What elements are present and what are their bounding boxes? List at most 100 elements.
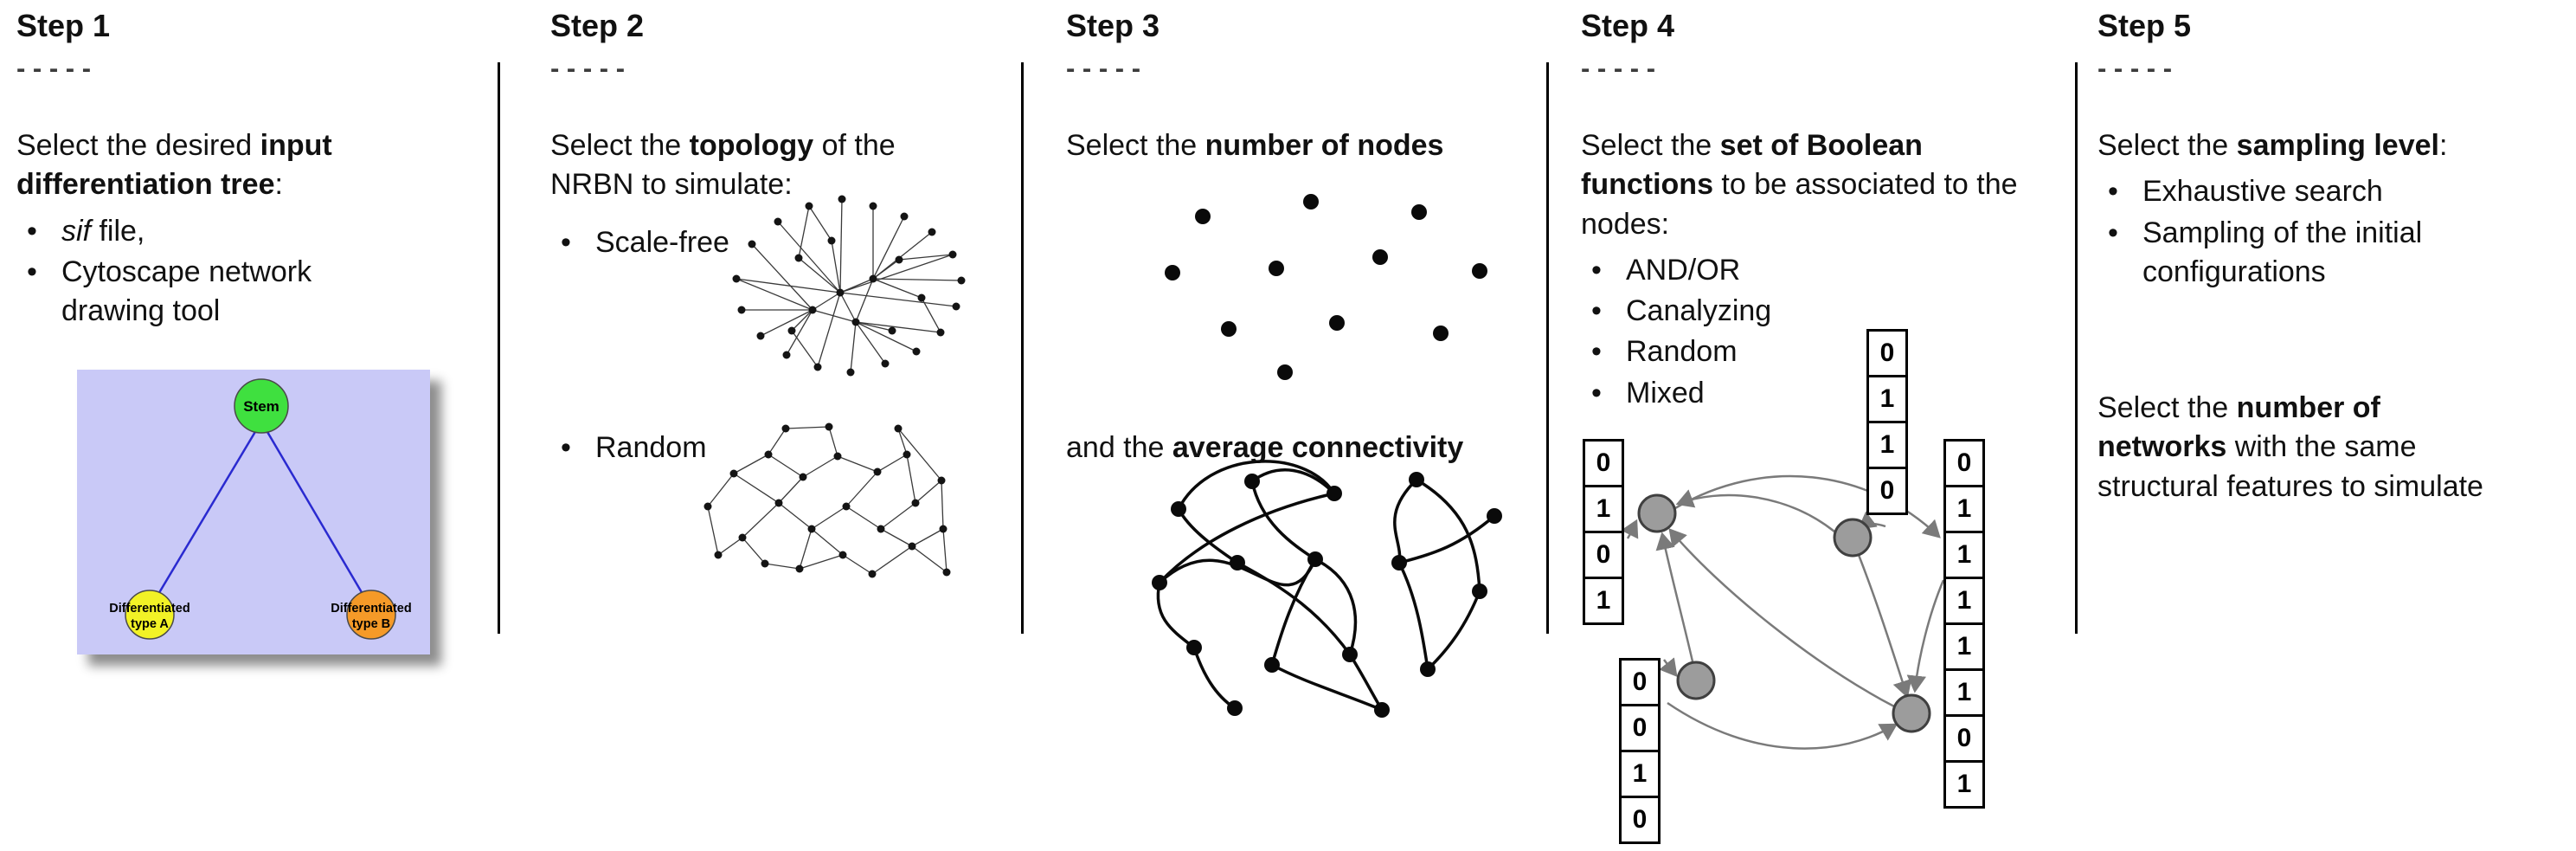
intro-text: Select the xyxy=(2097,129,2237,163)
network-node-4 xyxy=(1892,693,1931,733)
step-3-intro: Select the number of nodes xyxy=(1066,126,1540,165)
step-5-networks-text: Select the number of networks with the s… xyxy=(2097,389,2509,506)
scale-free-network-figure xyxy=(732,195,966,377)
intro-text: Select the xyxy=(550,129,690,163)
intro-text: : xyxy=(2438,129,2448,163)
bullet-text: Sampling of the initial configurations xyxy=(2142,216,2423,288)
bullet-exhaustive-search: Exhaustive search xyxy=(2097,172,2509,211)
step-5-dashes: - - - - - xyxy=(2097,53,2173,84)
truth-table-cell: 0 xyxy=(1619,796,1661,844)
truth-table-cell: 1 xyxy=(1619,750,1661,798)
step-3-connectivity-text: and the average connectivity xyxy=(1066,429,1463,467)
bullet-italic-text: sif xyxy=(61,214,91,248)
column-divider xyxy=(1021,62,1024,634)
bullet-and-or: AND/OR xyxy=(1581,251,2031,290)
nodes-scatter-figure xyxy=(1165,194,1487,380)
bullet-text: Mixed xyxy=(1626,376,1705,409)
truth-table-cell: 1 xyxy=(1943,531,1985,579)
step-3-dashes: - - - - - xyxy=(1066,53,1141,84)
intro-bold-text: topology xyxy=(689,129,814,163)
network-node-1 xyxy=(1637,493,1677,533)
step-2-intro: Select the topology of the NRBN to simul… xyxy=(550,126,983,204)
bullet-mixed: Mixed xyxy=(1581,374,2031,413)
bullet-text: Scale-free xyxy=(595,226,729,259)
truth-table-cell: 1 xyxy=(1583,485,1624,533)
bullet-text: Random xyxy=(1626,335,1738,369)
intro-bold-text: number of nodes xyxy=(1204,129,1444,163)
step-5-title: Step 5 xyxy=(2097,8,2192,43)
column-divider xyxy=(498,62,500,634)
step-5-column: Step 5 - - - - - Select the sampling lev… xyxy=(2097,7,2509,506)
bullet-text: Random xyxy=(595,431,707,464)
intro-text: Select the xyxy=(2097,391,2237,425)
truth-table-cell: 1 xyxy=(1866,421,1908,469)
intro-bold-text: sampling level xyxy=(2236,129,2439,163)
intro-text: : xyxy=(274,168,283,202)
tree-edge-left xyxy=(148,421,263,609)
truth-table-cell: 0 xyxy=(1619,658,1661,706)
bullet-sif-file: sif file, xyxy=(16,212,414,251)
step-2-dashes: - - - - - xyxy=(550,53,626,84)
bullet-text: Canalyzing xyxy=(1626,294,1772,328)
type-a-node xyxy=(125,590,175,640)
truth-table-cell: 0 xyxy=(1866,329,1908,377)
step-1-column: Step 1 - - - - - Select the desired inpu… xyxy=(16,7,430,654)
bullet-text: Cytoscape network drawing tool xyxy=(61,255,312,328)
stem-node-label: Stem xyxy=(243,398,279,415)
intro-text: Select the xyxy=(1581,129,1720,163)
network-node-2 xyxy=(1833,518,1873,558)
step-2-title: Step 2 xyxy=(550,8,645,43)
step-3-column: Step 3 - - - - - Select the number of no… xyxy=(1066,7,1540,718)
bullet-text: AND/OR xyxy=(1626,253,1741,287)
truth-table-cell: 1 xyxy=(1943,668,1985,717)
truth-table-cell: 0 xyxy=(1866,467,1908,515)
connectivity-graph-figure xyxy=(1152,460,1502,718)
bullet-canalyzing: Canalyzing xyxy=(1581,292,2031,331)
intro-bold-text: input differentiation tree xyxy=(16,129,332,202)
step-4-column: Step 4 - - - - - Select the set of Boole… xyxy=(1581,7,2031,844)
step-1-dashes: - - - - - xyxy=(16,53,92,84)
truth-table-cell: 0 xyxy=(1583,531,1624,579)
step-5-bullet-list: Exhaustive search Sampling of the initia… xyxy=(2097,172,2509,292)
intro-text: Select the xyxy=(1066,129,1205,163)
intro-text: of the NRBN to simulate: xyxy=(550,129,896,202)
column-divider xyxy=(2075,62,2078,634)
column-divider xyxy=(1546,62,1549,634)
intro-text: with the same structural features to sim… xyxy=(2097,430,2483,503)
intro-text: Select the desired xyxy=(16,129,260,163)
truth-table-cell: 1 xyxy=(1943,622,1985,671)
intro-bold-text: number of networks xyxy=(2097,391,2380,464)
intro-text: to be associated to the nodes: xyxy=(1581,168,2018,241)
bullet-sampling-initial-configurations: Sampling of the initial configurations xyxy=(2097,214,2509,292)
truth-table-cell: 1 xyxy=(1943,760,1985,809)
intro-text: and the xyxy=(1066,431,1172,464)
bullet-scale-free: Scale-free xyxy=(550,223,729,262)
bullet-cytoscape: Cytoscape network drawing tool xyxy=(16,253,414,331)
truth-table-cell: 0 xyxy=(1943,714,1985,763)
step-1-intro: Select the desired input differentiation… xyxy=(16,126,414,204)
bullet-random: Random xyxy=(550,429,707,467)
truth-table-cell: 1 xyxy=(1866,375,1908,423)
bullet-text: Exhaustive search xyxy=(2142,175,2383,209)
truth-table-cell: 1 xyxy=(1583,577,1624,625)
step-1-title: Step 1 xyxy=(16,8,111,43)
step-2-column: Step 2 - - - - - Select the topology of … xyxy=(550,7,983,578)
step-3-title: Step 3 xyxy=(1066,8,1160,43)
truth-table-cell: 0 xyxy=(1583,439,1624,487)
step-4-dashes: - - - - - xyxy=(1581,53,1656,84)
truth-table-cell: 0 xyxy=(1943,439,1985,487)
intro-bold-text: average connectivity xyxy=(1172,431,1464,464)
tree-edge-right xyxy=(260,421,373,609)
step-4-title: Step 4 xyxy=(1581,8,1675,43)
step-1-bullet-list: sif file, Cytoscape network drawing tool xyxy=(16,212,414,332)
